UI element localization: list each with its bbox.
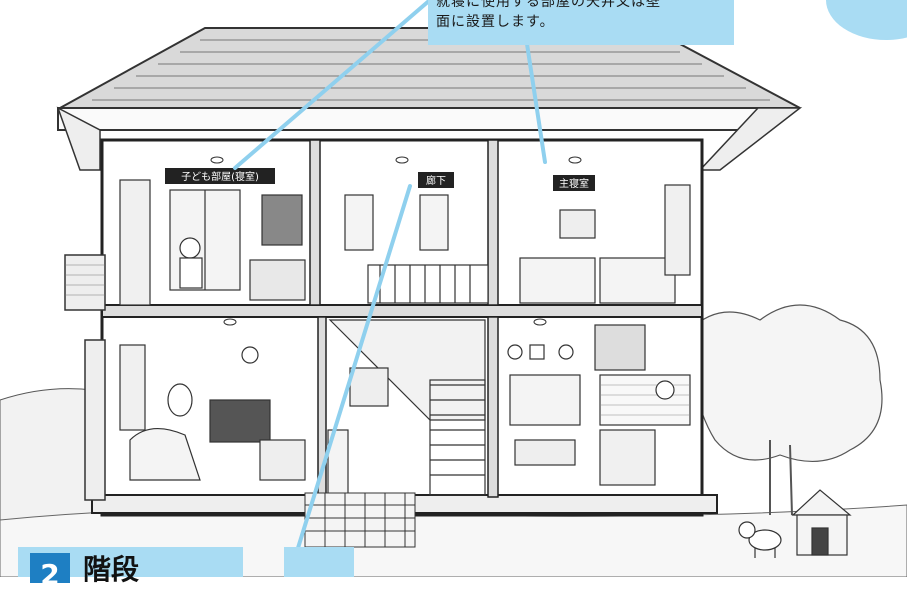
section-number-badge: 2 <box>30 553 70 591</box>
front-steps <box>304 492 416 548</box>
smoke-detectors <box>210 156 582 326</box>
room-living <box>119 344 306 481</box>
room-plate-hallway: 廊下 <box>418 172 454 188</box>
callout-line-2: 面に設置します。 <box>436 14 555 30</box>
room-label-master: 主寝室 <box>559 177 589 190</box>
stairs-callout-box <box>284 547 354 577</box>
roof <box>56 27 803 171</box>
callout-line-1: 就寝に使用する部屋の天井又は壁 <box>436 0 661 10</box>
room-hallway <box>344 194 489 304</box>
room-stairs <box>327 319 486 496</box>
leader-lines <box>233 0 547 550</box>
room-label-hallway: 廊下 <box>426 174 446 187</box>
room-master <box>519 184 691 304</box>
room-label-kids: 子ども部屋(寝室) <box>181 170 259 183</box>
doghouse <box>791 489 852 556</box>
house-illustration: 子ども部屋(寝室) 廊下 主寝室 <box>0 0 907 578</box>
callout-bedroom-note: 就寝に使用する部屋の天井又は壁 面に設置します。 <box>428 0 734 45</box>
room-kitchen <box>507 324 691 486</box>
section-title: 階段 <box>83 553 140 586</box>
dog <box>738 521 782 558</box>
room-plate-master: 主寝室 <box>553 175 595 191</box>
room-kids <box>119 179 306 306</box>
room-plate-kids: 子ども部屋(寝室) <box>165 168 275 184</box>
